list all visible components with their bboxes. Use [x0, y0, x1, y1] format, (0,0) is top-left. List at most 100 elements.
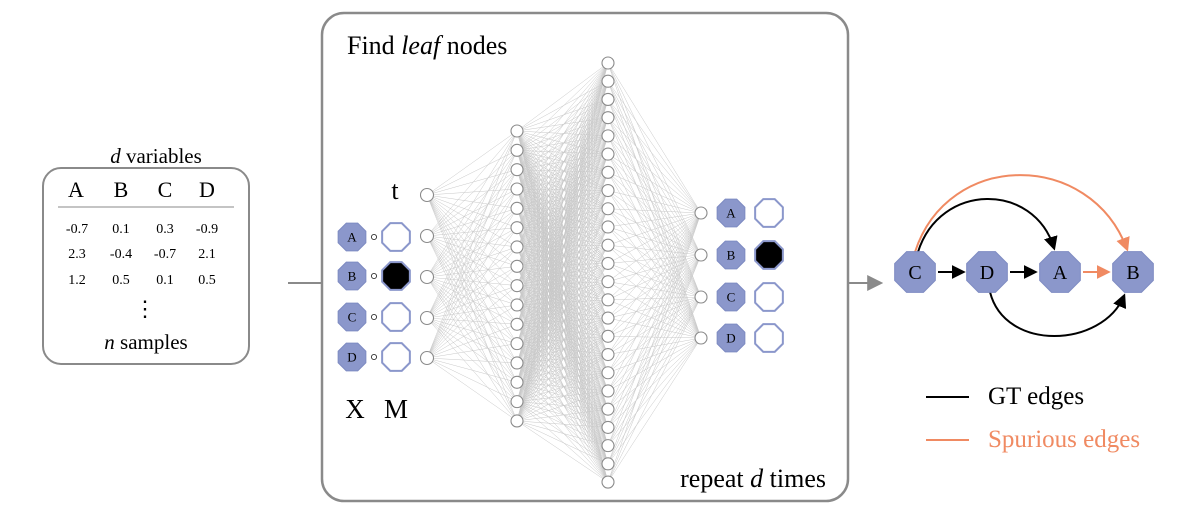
output-variable-label: C: [727, 290, 736, 305]
network-connection: [516, 245, 609, 344]
variable-node-label: A: [347, 230, 357, 245]
network-connection: [607, 62, 702, 339]
network-connection: [607, 212, 702, 319]
output-variable-label: A: [726, 206, 736, 221]
network-connection: [607, 296, 702, 301]
network-connection: [516, 99, 609, 151]
network-connection: [516, 382, 609, 465]
hidden-neuron: [601, 384, 615, 398]
network-connection: [516, 245, 609, 364]
hidden-neuron: [601, 256, 615, 270]
network-connection: [516, 408, 609, 422]
network-connection: [426, 194, 518, 248]
network-connection: [607, 212, 702, 483]
output-variable-node: [716, 198, 746, 228]
network-connection: [516, 317, 609, 344]
network-connection: [607, 212, 702, 301]
network-connection: [607, 254, 702, 392]
network-connection: [426, 304, 518, 319]
samples-label: n samples: [104, 330, 187, 354]
network-connection: [516, 354, 609, 383]
network-connection: [426, 188, 518, 196]
table-cell: -0.9: [196, 222, 218, 237]
network-connection: [426, 235, 518, 383]
network-connection: [516, 226, 609, 286]
column-header: B: [114, 177, 129, 202]
network-connection: [607, 212, 702, 355]
network-connection: [516, 135, 609, 228]
network-connection: [516, 81, 609, 190]
network-connection: [516, 117, 609, 170]
graph-node: [1039, 251, 1081, 293]
network-connection: [607, 172, 702, 256]
network-connection: [516, 169, 609, 173]
network-connection: [607, 296, 702, 428]
network-connection: [516, 299, 609, 325]
network-connection: [607, 254, 702, 446]
network-connection: [607, 153, 702, 256]
network-connection: [426, 235, 518, 344]
network-connection: [516, 62, 609, 402]
table-cell: 0.5: [198, 273, 216, 288]
network-connection: [426, 276, 518, 286]
network-connection: [516, 263, 609, 286]
network-connection: [607, 135, 702, 298]
network-connection: [516, 285, 609, 337]
network-connection: [607, 337, 702, 355]
network-connection: [516, 169, 609, 337]
network-connection: [426, 208, 518, 319]
network-connection: [607, 317, 702, 339]
hidden-neuron: [510, 298, 524, 312]
network-connection: [607, 212, 702, 246]
network-connection: [516, 401, 609, 483]
output-variable-label: D: [726, 331, 735, 346]
network-connection: [516, 281, 609, 286]
output-variable-node: [716, 282, 746, 312]
network-connection: [607, 337, 702, 446]
network-connection: [607, 190, 702, 214]
network-connection: [426, 235, 518, 248]
hidden-neuron: [510, 375, 524, 389]
network-connection: [426, 235, 518, 286]
network-connection: [607, 172, 702, 214]
network-connection: [426, 208, 518, 237]
network-connection: [607, 281, 702, 298]
table-cell: 2.3: [68, 247, 86, 262]
network-connection: [426, 194, 518, 402]
network-connection: [607, 226, 702, 339]
network-connection: [516, 169, 609, 301]
network-connection: [607, 81, 702, 298]
hidden-neuron: [601, 439, 615, 453]
network-connection: [426, 343, 518, 359]
network-connection: [607, 296, 702, 410]
network-connection: [607, 254, 702, 264]
network-connection: [516, 172, 609, 228]
row-ellipsis: ⋮: [134, 296, 156, 321]
network-connection: [516, 208, 609, 267]
network-connection: [607, 254, 702, 483]
output-neuron: [694, 248, 708, 262]
network-connection: [516, 208, 609, 282]
network-connection: [607, 254, 702, 355]
legend-spurious-label: Spurious edges: [988, 426, 1140, 453]
network-connection: [516, 226, 609, 228]
network-connection: [516, 227, 609, 319]
input-neuron: [419, 228, 435, 244]
network-connection: [516, 99, 609, 209]
hidden-neuron: [601, 220, 615, 234]
network-connection: [516, 190, 609, 306]
network-connection: [426, 276, 518, 383]
network-connection: [607, 81, 702, 339]
network-connection: [516, 420, 609, 465]
network-connection: [516, 401, 609, 465]
network-connection: [607, 62, 702, 256]
table-cell: 0.1: [156, 273, 174, 288]
network-connection: [426, 317, 518, 364]
network-connection: [426, 194, 518, 286]
network-connection: [426, 246, 518, 319]
hadamard-operator: [370, 353, 378, 361]
network-connection: [516, 62, 609, 190]
network-connection: [516, 190, 609, 228]
